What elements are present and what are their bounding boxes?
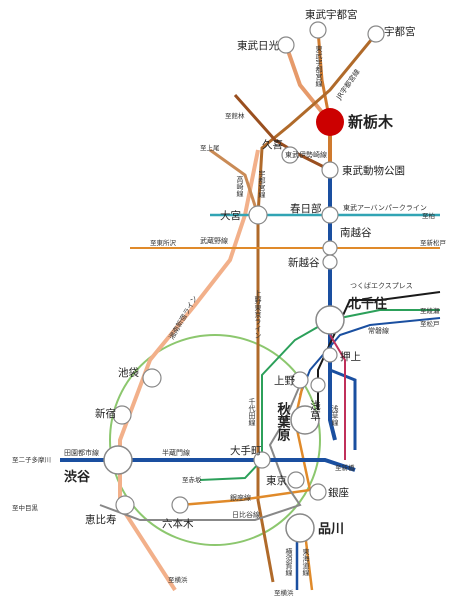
- line-label-den-en-toshi: 田園都市線: [64, 448, 99, 457]
- station-marker-ginza[interactable]: [309, 483, 327, 501]
- destination-label-ayase: 至綾瀬: [420, 306, 440, 315]
- station-marker-shibuya[interactable]: [103, 445, 133, 475]
- destination-label-higashi-tokorozawa: 至東所沢: [150, 238, 177, 247]
- station-marker-shin-koshigaya[interactable]: [322, 254, 338, 270]
- line-label-ginza: 銀座線: [230, 493, 251, 502]
- akasaka-branch: [199, 459, 263, 481]
- station-label-utsunomiya: 宇都宮: [384, 25, 416, 38]
- station-label-tokyo: 東京: [266, 474, 287, 487]
- station-marker-utsunomiya[interactable]: [367, 25, 385, 43]
- destination-label-naka-meguro: 至中目黒: [12, 503, 39, 512]
- station-label-tobu-utsunomiya: 東武宇都宮: [305, 8, 358, 21]
- station-marker-roppongi[interactable]: [171, 496, 189, 514]
- station-marker-ueno[interactable]: [291, 371, 309, 389]
- destination-label-tatebayashi: 至館林: [225, 111, 245, 120]
- station-marker-ikebukuro[interactable]: [142, 368, 162, 388]
- tobu-nikko-line: [284, 44, 332, 124]
- station-label-shinagawa: 品川: [318, 522, 344, 537]
- station-label-tobu-dobutsu-koen: 東武動物公園: [342, 164, 405, 177]
- destination-label-kashiwa: 至柏: [422, 211, 435, 220]
- station-marker-kita-senju[interactable]: [315, 305, 345, 335]
- station-label-ueno: 上野: [274, 375, 295, 387]
- station-label-shibuya: 渋谷: [64, 469, 91, 485]
- line-label-chiyoda: 千代田線: [248, 397, 256, 426]
- station-marker-omiya[interactable]: [248, 205, 268, 225]
- line-label-takasaki: 高崎線: [236, 175, 244, 197]
- line-label-musashino: 武蔵野線: [200, 236, 228, 245]
- station-marker-shintochigi[interactable]: [316, 108, 344, 136]
- line-label-tokaido: 東海道線: [302, 547, 310, 576]
- destination-label-yokohama-1: 至横浜: [168, 575, 188, 584]
- destination-label-shinbashi: 至新橋: [335, 463, 355, 472]
- station-marker-kasukabe[interactable]: [321, 206, 339, 224]
- station-marker-tokyo[interactable]: [287, 471, 305, 489]
- asakusa-line-track: [329, 334, 346, 460]
- tobu-utsunomiya-line-track: [316, 29, 332, 123]
- station-label-ikebukuro: 池袋: [118, 366, 139, 379]
- station-label-shinjuku: 新宿: [95, 407, 116, 420]
- station-markers: [103, 21, 385, 543]
- station-marker-asakusa[interactable]: [310, 377, 326, 393]
- station-marker-ebisu[interactable]: [115, 495, 135, 515]
- line-label-hibiya: 日比谷線: [232, 510, 260, 519]
- destination-label-futako-tamagawa: 至二子多摩川: [12, 455, 51, 464]
- station-marker-otemachi[interactable]: [253, 451, 271, 469]
- line-label-yokosuka: 横須賀線: [285, 547, 293, 576]
- station-label-kita-senju: 北千住: [348, 296, 387, 312]
- line-label-utsunomiya-v: 宇都宮線: [258, 169, 266, 198]
- takasaki-line-track: [209, 148, 260, 216]
- station-marker-shinagawa[interactable]: [285, 513, 315, 543]
- line-label-jr-utsunomiya: JR宇都宮線: [334, 67, 362, 102]
- line-label-tobu-urban-park: 東武アーバンパークライン: [343, 203, 427, 212]
- station-marker-tobu-utsunomiya[interactable]: [309, 21, 327, 39]
- station-label-ebisu: 恵比寿: [85, 513, 117, 526]
- station-marker-minami-koshigaya[interactable]: [322, 240, 338, 256]
- chiyoda-line-track: [261, 309, 440, 460]
- station-label-otemachi: 大手町: [230, 444, 262, 457]
- line-label-hanzomon: 半蔵門線: [162, 448, 190, 457]
- destination-label-ageo: 至上尾: [200, 143, 220, 152]
- station-marker-kuki[interactable]: [281, 146, 299, 164]
- line-label-tobu-isesaki: 東武伊勢崎線: [285, 150, 327, 159]
- station-label-omiya: 大宮: [220, 209, 241, 222]
- station-marker-oshiage[interactable]: [322, 347, 338, 363]
- line-label-ueno-tokyo: 上野東京ライン: [254, 289, 262, 339]
- station-label-kasukabe: 春日部: [290, 202, 322, 215]
- line-label-joban: 常磐線: [368, 326, 389, 335]
- line-label-shonan-shinjuku: 湘南新宿ライン: [167, 294, 199, 341]
- station-marker-akihabara[interactable]: [290, 405, 320, 435]
- station-label-asakusa: 浅草: [309, 399, 321, 421]
- station-marker-tobu-dobutsu-koen[interactable]: [321, 161, 339, 179]
- destination-label-matsudo: 至松戸: [420, 319, 440, 328]
- station-label-tobu-nikko: 東武日光: [237, 39, 279, 52]
- station-label-shintochigi: 新栃木: [348, 113, 394, 131]
- yamanote-line-loop: [109, 334, 321, 546]
- hibiya-line-track: [99, 384, 302, 521]
- jr-utsunomiya-line-track: [256, 33, 378, 583]
- destination-label-akasaka: 至赤坂: [182, 475, 202, 484]
- station-marker-tobu-nikko[interactable]: [277, 36, 295, 54]
- line-label-tsukuba-express: つくばエクスプレス: [350, 281, 413, 290]
- line-label-asakusa: 浅草線: [331, 404, 339, 426]
- line-label-tobu-utsunomiya: 東武宇都宮線: [315, 44, 323, 87]
- station-label-minami-koshigaya: 南越谷: [340, 226, 372, 239]
- destination-label-yokohama-2: 至横浜: [274, 588, 294, 597]
- destination-label-shin-matsudo: 至新松戸: [420, 238, 447, 247]
- station-label-roppongi: 六本木: [162, 517, 194, 530]
- station-label-oshiage: 押上: [340, 350, 361, 363]
- hanzomon-line-track: [60, 458, 356, 472]
- station-label-kuki: 久喜: [262, 138, 283, 151]
- station-label-shin-koshigaya: 新越谷: [288, 256, 320, 269]
- station-label-akihabara: 秋葉原: [275, 401, 292, 442]
- shonan-shinjuku-line: [118, 149, 260, 592]
- station-label-ginza: 銀座: [328, 486, 349, 499]
- station-marker-shinjuku[interactable]: [112, 405, 132, 425]
